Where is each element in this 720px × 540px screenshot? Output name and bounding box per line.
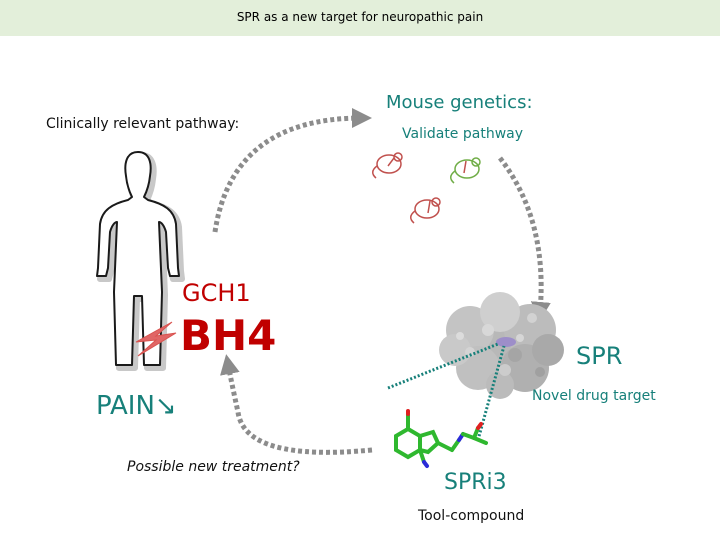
mouse-icon — [372, 152, 403, 179]
decrease-arrow-icon: ↘ — [154, 391, 177, 421]
molecule-structure-icon — [394, 409, 488, 468]
cycle-arrow-right — [498, 156, 551, 322]
cycle-arrow-top — [212, 108, 372, 233]
protein-surface-icon — [439, 292, 564, 399]
title-banner: SPR as a new target for neuropathic pain — [0, 0, 720, 36]
treatment-label: Possible new treatment? — [127, 459, 300, 475]
mouse-icon — [410, 197, 441, 224]
page-title: SPR as a new target for neuropathic pain — [236, 10, 484, 24]
tool-compound-label: Tool-compound — [418, 508, 525, 524]
bh4-label: BH4 — [180, 311, 277, 360]
pain-text: PAIN — [96, 391, 155, 421]
pain-label: PAIN↘ — [96, 391, 177, 421]
human-figure-icon — [96, 151, 185, 371]
spr-label: SPR — [576, 342, 623, 370]
mouse-genetics-title: Mouse genetics: — [386, 92, 533, 113]
validate-pathway-label: Validate pathway — [402, 126, 524, 142]
spri3-label: SPRi3 — [444, 470, 507, 495]
gch1-label: GCH1 — [182, 279, 251, 307]
mouse-icon — [450, 157, 481, 184]
cycle-arrow-left — [220, 354, 373, 455]
lightning-bolt-icon — [135, 321, 177, 357]
novel-drug-target-label: Novel drug target — [532, 388, 656, 404]
clinical-pathway-label: Clinically relevant pathway: — [46, 116, 240, 132]
